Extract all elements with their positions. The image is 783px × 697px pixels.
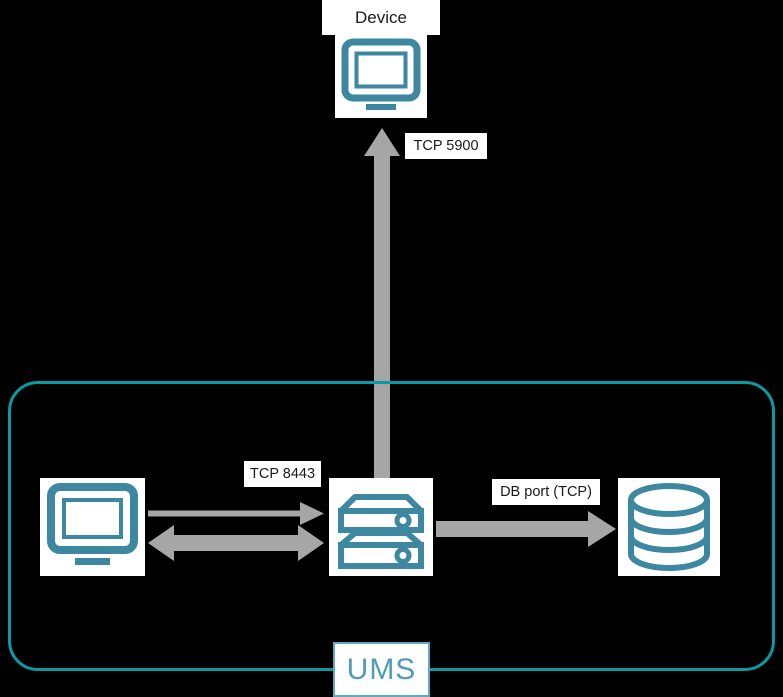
ums-badge-label: UMS <box>346 652 417 686</box>
ums-badge: UMS <box>333 642 430 697</box>
tcp5900-label: TCP 5900 <box>405 133 487 159</box>
tcp8443-label: TCP 8443 <box>244 461 321 487</box>
monitor-icon <box>341 38 421 110</box>
arrow-client-server-bidirectional <box>148 525 324 561</box>
arrow-server-to-database <box>436 511 616 547</box>
device-label: Device <box>322 0 440 35</box>
monitor-icon <box>47 483 138 565</box>
arrow-server-to-device <box>364 128 400 480</box>
device-icon-plate <box>335 33 427 118</box>
server-icon <box>338 494 424 569</box>
arrow-client-to-server-thin <box>148 502 324 525</box>
database-icon <box>628 483 710 571</box>
dbport-label: DB port (TCP) <box>492 479 600 505</box>
